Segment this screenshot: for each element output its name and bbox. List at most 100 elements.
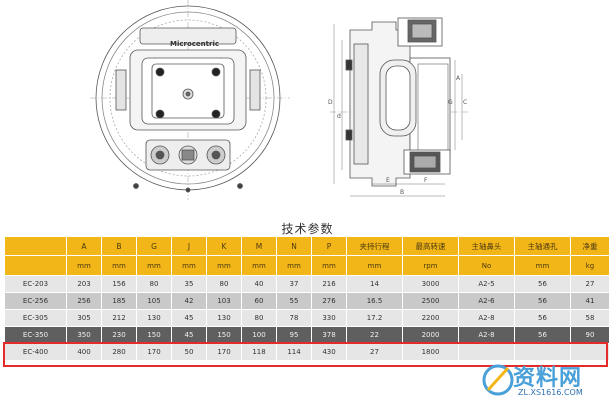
table-cell: 60	[241, 292, 277, 310]
dimension-labels: D d A C E F B G	[328, 75, 467, 196]
table-cell: 170	[136, 343, 172, 361]
table-cell	[570, 343, 610, 361]
column-unit: mm	[206, 255, 242, 276]
table-cell: 150	[136, 326, 172, 344]
column-header: 最高转速	[402, 236, 459, 256]
dim-C: C	[463, 99, 467, 106]
table-cell: 378	[311, 326, 347, 344]
column-header: G	[136, 236, 172, 256]
front-view-drawing	[90, 0, 290, 200]
column-header: 主轴通孔	[514, 236, 571, 256]
table-cell: 14	[346, 275, 403, 293]
table-cell: 114	[276, 343, 312, 361]
table-cell: 280	[101, 343, 137, 361]
watermark-text: 资料网	[513, 366, 583, 391]
column-unit: mm	[514, 255, 571, 276]
column-header: P	[311, 236, 347, 256]
table-cell: 56	[514, 292, 571, 310]
table-cell: 216	[311, 275, 347, 293]
table-cell: 41	[570, 292, 610, 310]
column-header: B	[101, 236, 137, 256]
model-cell: EC-256	[4, 292, 67, 310]
table-cell: 50	[171, 343, 207, 361]
table-cell: 80	[241, 309, 277, 327]
watermark-url: ZL.XS1616.COM	[518, 388, 583, 397]
column-unit: mm	[171, 255, 207, 276]
column-unit: kg	[570, 255, 610, 276]
table-cell: 80	[136, 275, 172, 293]
column-unit: mm	[66, 255, 102, 276]
table-cell: 203	[66, 275, 102, 293]
table-cell: 350	[66, 326, 102, 344]
table-cell	[458, 343, 515, 361]
dim-D: D	[328, 99, 333, 106]
table-cell: 105	[136, 292, 172, 310]
table-cell: 156	[101, 275, 137, 293]
dim-G: G	[448, 99, 453, 106]
table-cell: 130	[136, 309, 172, 327]
model-cell: EC-305	[4, 309, 67, 327]
table-cell: A2-8	[458, 309, 515, 327]
column-header: M	[241, 236, 277, 256]
dim-d: d	[337, 113, 341, 120]
table-cell: 55	[276, 292, 312, 310]
table-cell: 212	[101, 309, 137, 327]
table-cell: 1800	[402, 343, 459, 361]
table-cell: 170	[206, 343, 242, 361]
table-cell: 400	[66, 343, 102, 361]
table-cell	[514, 343, 571, 361]
dim-A: A	[456, 75, 461, 82]
column-header: A	[66, 236, 102, 256]
table-cell: 40	[241, 275, 277, 293]
column-unit: mm	[311, 255, 347, 276]
column-header: N	[276, 236, 312, 256]
table-cell: 16.5	[346, 292, 403, 310]
table-cell: 78	[276, 309, 312, 327]
column-unit	[4, 255, 67, 276]
table-cell: 185	[101, 292, 137, 310]
table-cell: 37	[276, 275, 312, 293]
table-cell: A2-6	[458, 292, 515, 310]
table-title: 技术参数	[281, 222, 334, 236]
table-cell: A2-8	[458, 326, 515, 344]
table-cell: 330	[311, 309, 347, 327]
table-cell: 2500	[402, 292, 459, 310]
table-cell: 45	[171, 309, 207, 327]
table-cell: 118	[241, 343, 277, 361]
table-cell: 95	[276, 326, 312, 344]
dim-F: F	[424, 177, 428, 184]
table-cell: 130	[206, 309, 242, 327]
column-unit: No	[458, 255, 515, 276]
column-unit: mm	[101, 255, 137, 276]
column-header: 夹持行程	[346, 236, 403, 256]
table-cell: 45	[171, 326, 207, 344]
table-cell: 80	[206, 275, 242, 293]
table-cell: 150	[206, 326, 242, 344]
table-cell: 56	[514, 309, 571, 327]
table-cell: 2000	[402, 326, 459, 344]
table-cell: 305	[66, 309, 102, 327]
table-cell: 17.2	[346, 309, 403, 327]
column-header	[4, 236, 67, 256]
table-cell: 35	[171, 275, 207, 293]
column-unit: mm	[346, 255, 403, 276]
table-cell: 56	[514, 326, 571, 344]
table-cell: 103	[206, 292, 242, 310]
table-cell: 430	[311, 343, 347, 361]
table-cell: A2-5	[458, 275, 515, 293]
table-cell: 2200	[402, 309, 459, 327]
model-cell: EC-203	[4, 275, 67, 293]
column-header: 主轴鼻头	[458, 236, 515, 256]
table-cell: 27	[570, 275, 610, 293]
table-cell: 56	[514, 275, 571, 293]
table-cell: 58	[570, 309, 610, 327]
model-cell: EC-400	[4, 343, 67, 361]
column-unit: mm	[276, 255, 312, 276]
watermark-logo-icon	[482, 364, 514, 396]
